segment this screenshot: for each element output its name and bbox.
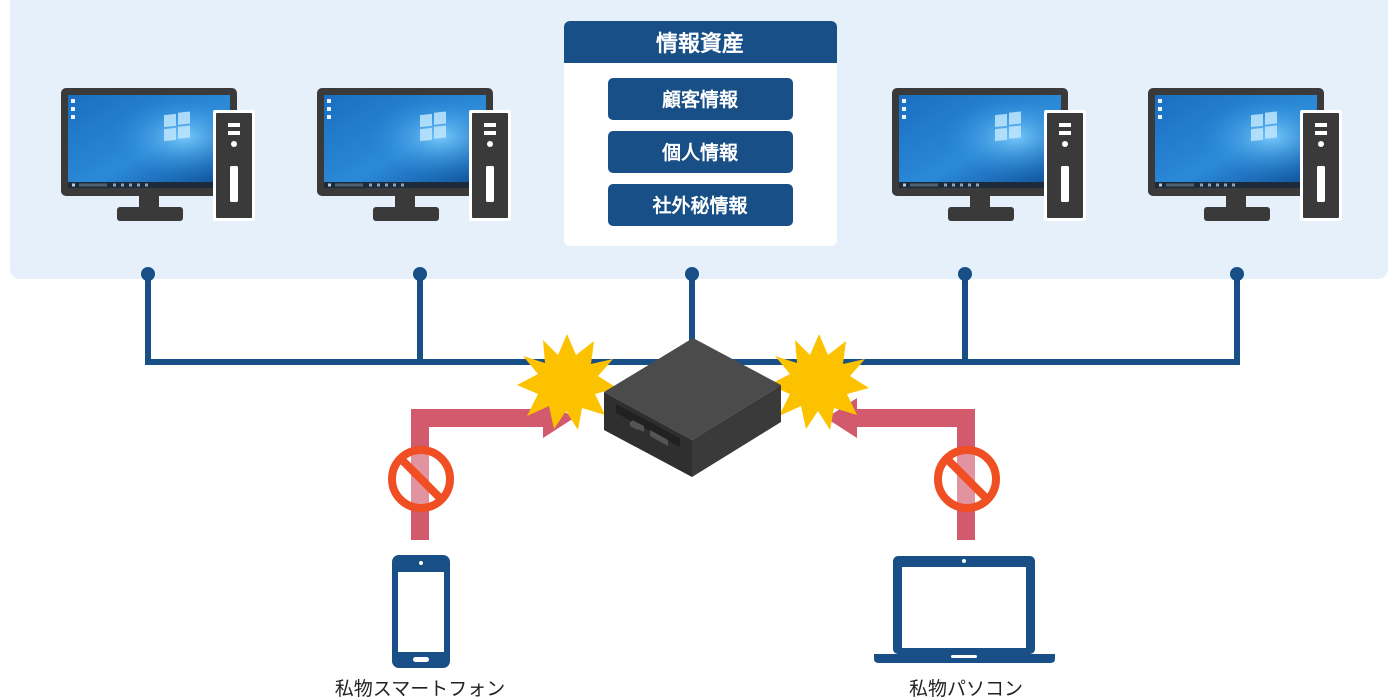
info-assets-box: 情報資産 顧客情報 個人情報 社外秘情報 xyxy=(564,21,837,246)
prohibit-icon xyxy=(392,450,450,508)
smartphone-icon xyxy=(392,555,450,668)
server-router-icon xyxy=(604,338,781,477)
pc-label: 私物パソコン xyxy=(909,678,1023,700)
laptop-icon xyxy=(874,556,1055,663)
asset-item: 顧客情報 xyxy=(662,88,739,111)
asset-item: 個人情報 xyxy=(661,141,739,164)
smartphone-label: 私物スマートフォン xyxy=(335,678,505,700)
network-node-dots xyxy=(141,267,1244,281)
prohibit-icon xyxy=(938,450,996,508)
info-assets-title: 情報資産 xyxy=(656,31,744,57)
asset-item: 社外秘情報 xyxy=(651,194,748,217)
